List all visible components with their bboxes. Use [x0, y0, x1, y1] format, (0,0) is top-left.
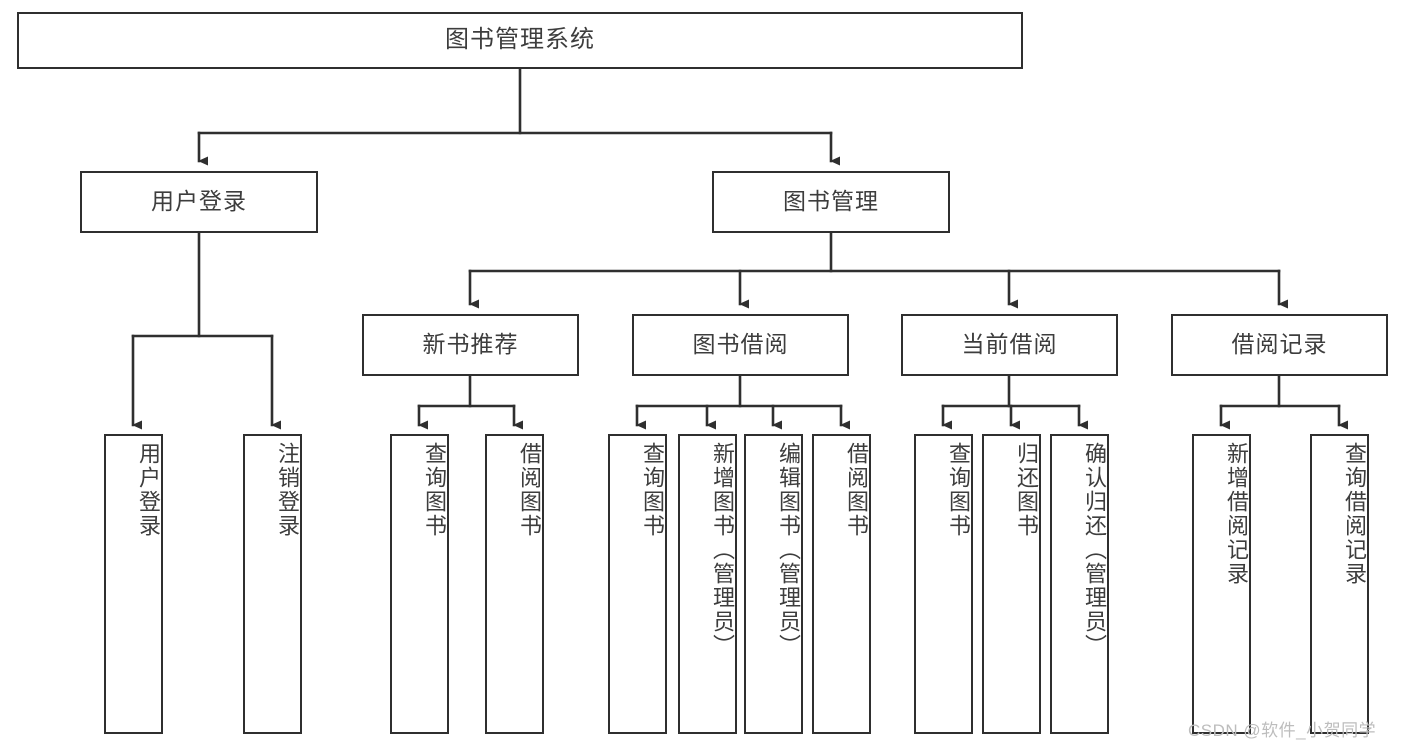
edges-bookmgmt-to-level3 [468, 231, 1288, 309]
node-book-management[interactable]: 图书管理 [712, 171, 950, 233]
edges-userlogin-to-leaves [131, 231, 281, 430]
leaf-current-return-book[interactable]: 归还图书 [982, 434, 1041, 734]
node-book-borrow[interactable]: 图书借阅 [632, 314, 849, 376]
leaf-current-confirm-return-admin[interactable]: 确认归还（管理员） [1050, 434, 1109, 734]
leaf-label: 借阅图书 [844, 442, 869, 538]
leaf-label: 用户登录 [136, 442, 161, 538]
leaf-borrow-borrow-book[interactable]: 借阅图书 [812, 434, 871, 734]
leaf-label: 借阅图书 [517, 442, 542, 538]
leaf-user-login-login[interactable]: 用户登录 [104, 434, 163, 734]
leaf-new-book-borrow[interactable]: 借阅图书 [485, 434, 544, 734]
edges-root-to-level2 [197, 67, 840, 166]
csdn-watermark: CSDN @软件_小贺同学 [1188, 721, 1377, 740]
edges-record-to-leaves [1219, 374, 1348, 430]
edges-borrow-to-leaves [635, 374, 850, 430]
leaf-label: 确认归还（管理员） [1082, 442, 1107, 658]
leaf-label: 查询图书 [422, 442, 447, 538]
leaf-label: 归还图书 [1014, 442, 1039, 538]
leaf-borrow-edit-book-admin[interactable]: 编辑图书（管理员） [744, 434, 803, 734]
leaf-label: 查询图书 [640, 442, 665, 538]
leaf-label: 新增借阅记录 [1224, 442, 1249, 586]
leaf-label: 注销登录 [275, 442, 300, 538]
leaf-label: 新增图书（管理员） [710, 442, 735, 658]
leaf-label: 查询借阅记录 [1342, 442, 1367, 586]
leaf-record-add[interactable]: 新增借阅记录 [1192, 434, 1251, 734]
node-borrow-record[interactable]: 借阅记录 [1171, 314, 1388, 376]
leaf-label: 查询图书 [946, 442, 971, 538]
node-current-borrow[interactable]: 当前借阅 [901, 314, 1118, 376]
node-new-book-recommend[interactable]: 新书推荐 [362, 314, 579, 376]
node-user-login[interactable]: 用户登录 [80, 171, 318, 233]
leaf-current-query-book[interactable]: 查询图书 [914, 434, 973, 734]
leaf-new-book-query[interactable]: 查询图书 [390, 434, 449, 734]
leaf-label: 编辑图书（管理员） [776, 442, 801, 658]
leaf-user-login-logout[interactable]: 注销登录 [243, 434, 302, 734]
leaf-borrow-add-book-admin[interactable]: 新增图书（管理员） [678, 434, 737, 734]
node-root-system[interactable]: 图书管理系统 [17, 12, 1023, 69]
leaf-borrow-query-book[interactable]: 查询图书 [608, 434, 667, 734]
edges-current-to-leaves [941, 374, 1088, 430]
leaf-record-query[interactable]: 查询借阅记录 [1310, 434, 1369, 734]
edges-newbook-to-leaves [417, 374, 523, 430]
